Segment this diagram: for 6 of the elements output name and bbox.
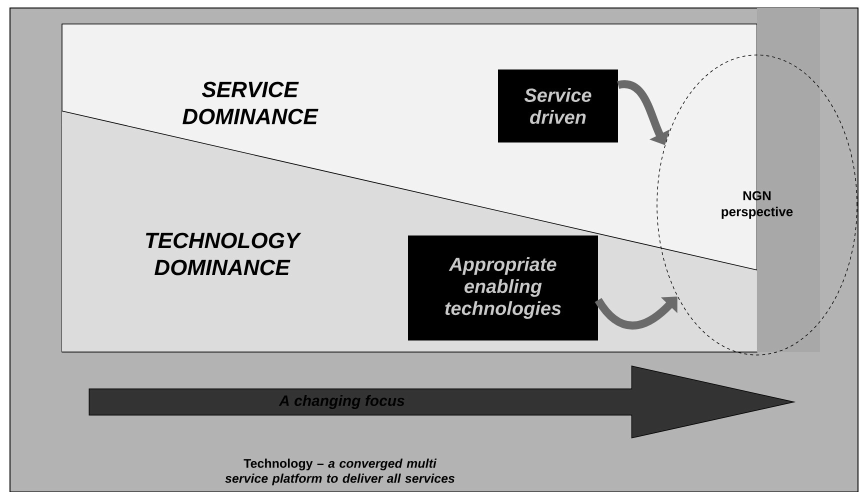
footer-text: Technology – a converged multi service platform to deliver all services [225, 458, 455, 486]
curved-arrow [594, 296, 678, 330]
text-box: Service driven [498, 70, 618, 142]
heading-text: SERVICE DOMINANCE [182, 82, 318, 124]
heading-text: TECHNOLOGY DOMINANCE [146, 232, 302, 276]
text-box: Appropriate enabling technologies [408, 235, 598, 340]
